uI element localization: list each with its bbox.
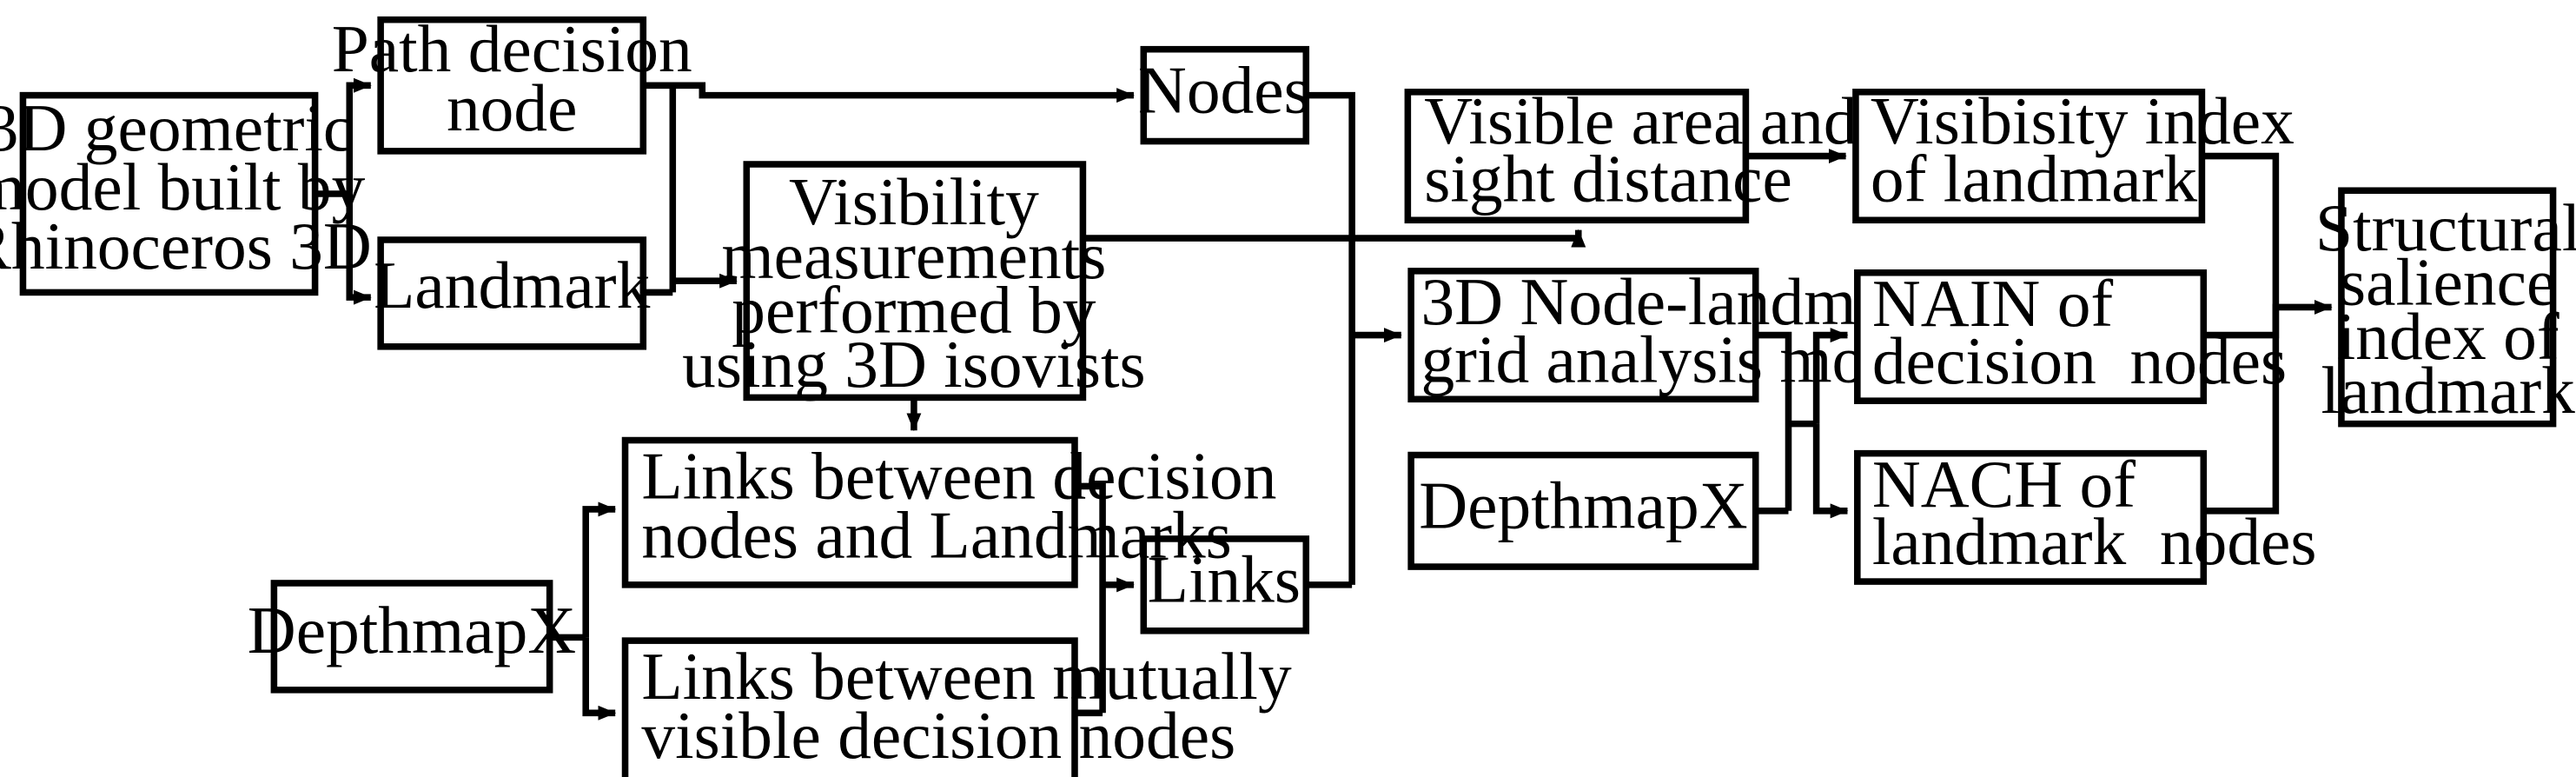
node-nain-decision-nodes[interactable]: NAIN of decision nodes <box>1854 266 2287 404</box>
node-visibility-measurements-line-1: measurements <box>721 218 1106 293</box>
edge-nodes-out-bus <box>1306 91 1355 585</box>
node-structural-line-1: salience <box>2340 244 2556 319</box>
node-visibility-measurements[interactable]: Visibility measurements performed by usi… <box>682 161 1146 402</box>
node-geometric-model-line-0: 3D geometric <box>0 90 353 165</box>
node-links-mutually-visible[interactable]: Links between mutually visible decision … <box>621 637 1292 777</box>
edge-bus2-to-nain <box>1812 328 1849 424</box>
node-links-label: Links <box>1148 542 1301 617</box>
node-structural-salience-index[interactable]: Structural salience index of landmark <box>2315 187 2576 428</box>
node-visible-area-line-0: Visible area and <box>1424 83 1857 158</box>
node-visibility-measurements-line-3: using 3D isovists <box>682 327 1145 402</box>
node-nach-landmark-nodes[interactable]: NACH of landmark nodes <box>1854 447 2317 585</box>
node-landmark-label: Landmark <box>374 248 650 322</box>
connector-layer <box>315 77 2333 721</box>
node-depthmapx-right[interactable]: DepthmapX <box>1407 451 1759 570</box>
edge-depthmapx-to-linkbox1 <box>582 501 617 638</box>
node-depthmapx-right-label: DepthmapX <box>1419 468 1747 542</box>
edge-gridmodel-out <box>1755 331 1792 511</box>
node-visibility-index-line-0: Visibisity index <box>1871 83 2295 158</box>
node-visible-area-sight-distance[interactable]: Visible area and sight distance <box>1404 83 1858 224</box>
node-structural-line-0: Structural <box>2315 190 2576 265</box>
node-visibility-measurements-line-2: performed by <box>732 273 1096 348</box>
node-structural-line-2: index of <box>2337 299 2559 374</box>
node-nain-line-1: decision nodes <box>1872 323 2287 398</box>
node-nain-line-0: NAIN of <box>1872 266 2114 341</box>
edge-model-to-landmark <box>346 194 372 305</box>
node-links-dl-line-1: nodes and Landmarks <box>641 497 1231 572</box>
node-path-decision-node[interactable]: Path decision node <box>332 11 692 155</box>
edge-linkbox1-out <box>1074 482 1106 714</box>
node-geometric-model-line-2: Rhinoceros 3D <box>0 209 372 283</box>
node-visibility-index-landmark[interactable]: Visibisity index of landmark <box>1852 83 2295 224</box>
node-nodes[interactable]: Nodes <box>1138 45 1310 145</box>
node-visible-area-line-1: sight distance <box>1424 141 1792 216</box>
node-structural-line-3: landmark <box>2321 353 2576 428</box>
node-links-mv-line-1: visible decision nodes <box>641 698 1235 773</box>
node-visibility-index-line-1: of landmark <box>1871 141 2197 216</box>
node-geometric-model-line-1: model built by <box>0 149 366 224</box>
node-links-mv-line-0: Links between mutually <box>641 639 1292 714</box>
node-visibility-measurements-line-0: Visibility <box>789 164 1039 239</box>
node-nach-line-1: landmark nodes <box>1872 504 2317 579</box>
node-landmark[interactable]: Landmark <box>374 236 651 350</box>
edge-pathnode-to-nodes <box>672 82 1135 103</box>
node-links[interactable]: Links <box>1140 535 1310 634</box>
edge-nach-to-structural <box>2203 307 2280 515</box>
node-geometric-model[interactable]: 3D geometric model built by Rhinoceros 3… <box>0 90 372 296</box>
edge-visibility-to-visiblearea <box>1083 229 1586 248</box>
node-path-decision-node-line-0: Path decision <box>332 11 692 86</box>
edge-model-to-pathnode <box>346 77 372 195</box>
node-nach-line-0: NACH of <box>1872 447 2136 521</box>
node-nodes-label: Nodes <box>1138 52 1310 127</box>
node-links-decision-landmarks[interactable]: Links between decision nodes and Landmar… <box>621 436 1277 588</box>
node-links-dl-line-0: Links between decision <box>641 438 1276 513</box>
edge-depthmapx-to-linkbox2 <box>582 637 617 721</box>
edge-visibilityindex-to-structural <box>2202 152 2280 308</box>
edge-bus2-to-nach <box>1812 423 1849 519</box>
node-depthmapx-left[interactable]: DepthmapX <box>248 580 576 694</box>
node-depthmapx-left-label: DepthmapX <box>248 593 576 667</box>
node-layer: 3D geometric model built by Rhinoceros 3… <box>0 11 2576 777</box>
node-path-decision-node-line-1: node <box>447 70 578 145</box>
